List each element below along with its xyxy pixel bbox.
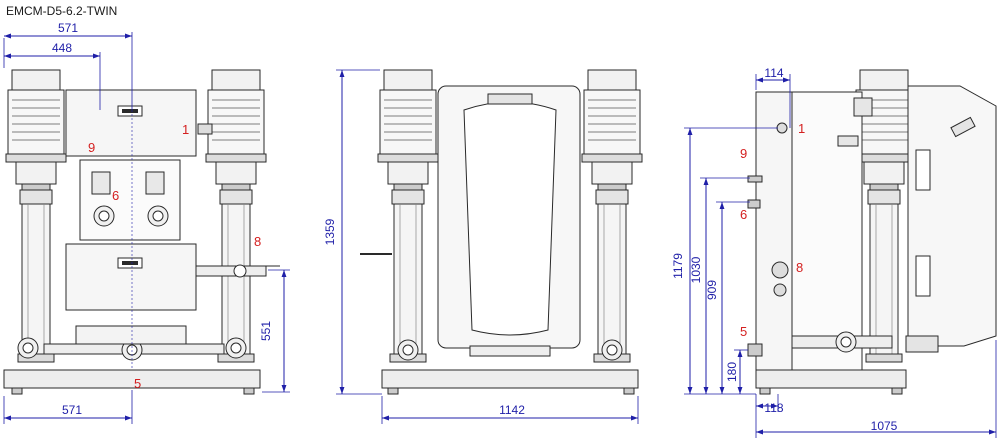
drawing-title: EMCM-D5-6.2-TWIN — [6, 4, 117, 18]
dim-side-bottom-total: 1075 — [871, 419, 898, 433]
dim-front-bottom: 571 — [62, 403, 82, 417]
side-support-post — [755, 91, 793, 371]
callout-front-6: 6 — [112, 188, 119, 203]
side-motor — [853, 69, 915, 193]
callout-front-1: 1 — [182, 122, 189, 137]
rear-right-motor — [581, 69, 643, 193]
side-view — [747, 69, 997, 395]
callout-side-5: 5 — [740, 324, 747, 339]
dim-side-h3: 909 — [705, 280, 719, 300]
front-left-column — [17, 189, 55, 363]
front-dimensions: 571 448 571 551 — [3, 21, 290, 424]
rear-left-column — [389, 189, 427, 363]
rear-right-column — [593, 189, 631, 363]
rear-left-motor — [377, 69, 439, 193]
side-callouts: 1 9 6 8 5 — [740, 121, 805, 339]
dim-front-top-inner: 448 — [52, 41, 72, 55]
callout-side-8: 8 — [796, 260, 803, 275]
callout-side-9: 9 — [740, 146, 747, 161]
callout-side-1: 1 — [798, 121, 805, 136]
front-control-box — [65, 89, 197, 157]
front-left-motor — [5, 69, 67, 193]
dim-side-h4: 180 — [725, 362, 739, 382]
dim-side-top: 114 — [764, 66, 783, 80]
front-lower-cabinet — [65, 243, 197, 311]
dim-side-h2: 1030 — [689, 256, 703, 283]
dim-rear-width: 1142 — [499, 403, 525, 417]
side-control-box — [907, 85, 997, 347]
front-view — [3, 69, 280, 395]
dim-front-top-outer: 571 — [58, 21, 78, 35]
callout-front-5: 5 — [134, 376, 141, 391]
callout-front-9: 9 — [88, 140, 95, 155]
side-dimensions: 114 1179 1030 909 180 118 1075 — [671, 66, 997, 438]
rear-dimensions: 1359 1142 — [323, 69, 639, 424]
rear-view — [360, 69, 643, 395]
callout-front-8: 8 — [254, 234, 261, 249]
dim-front-height: 551 — [259, 321, 273, 341]
side-base-frame — [755, 369, 907, 389]
callout-side-6: 6 — [740, 207, 747, 222]
front-callouts: 1 9 6 8 5 — [88, 122, 261, 391]
dim-rear-height: 1359 — [323, 218, 337, 245]
front-discharge-pipe — [195, 265, 267, 277]
front-right-motor — [205, 69, 267, 193]
dim-side-bottom-small: 118 — [764, 401, 783, 415]
dim-side-h1: 1179 — [671, 253, 685, 279]
front-base-frame — [3, 369, 261, 389]
rear-base-frame — [381, 369, 639, 389]
